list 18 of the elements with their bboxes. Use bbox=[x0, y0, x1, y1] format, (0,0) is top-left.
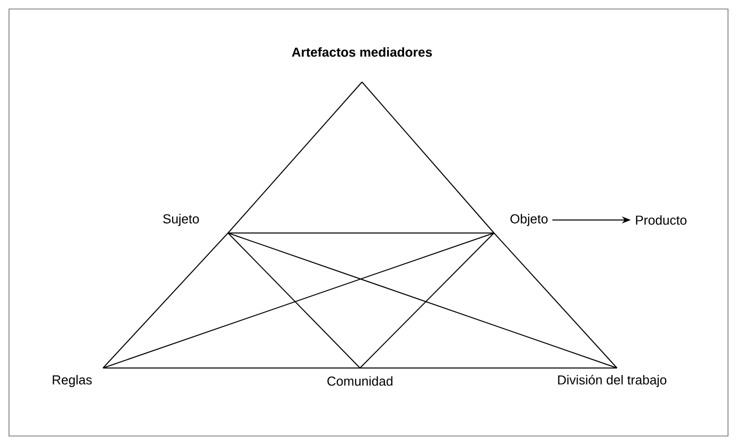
triangle-line bbox=[228, 232, 360, 368]
vertex-label: Comunidad bbox=[327, 376, 392, 386]
triangle-line bbox=[228, 82, 362, 234]
vertex-label: Artefactos mediadores bbox=[292, 47, 432, 57]
triangle-line bbox=[360, 232, 494, 368]
triangle-line bbox=[102, 232, 494, 368]
triangle-line bbox=[102, 367, 360, 368]
triangle-line bbox=[228, 232, 494, 234]
triangle-line bbox=[362, 82, 494, 234]
vertex-label: División del trabajo bbox=[558, 374, 666, 388]
vertex-label: Reglas bbox=[52, 374, 92, 388]
triangle-line bbox=[102, 232, 228, 368]
vertex-label: Sujeto bbox=[163, 214, 199, 226]
triangle-line bbox=[360, 367, 618, 368]
vertex-label: Objeto bbox=[510, 214, 548, 226]
triangle-line bbox=[228, 232, 618, 368]
triangle-line bbox=[494, 232, 618, 368]
vertex-label: Producto bbox=[636, 215, 686, 225]
